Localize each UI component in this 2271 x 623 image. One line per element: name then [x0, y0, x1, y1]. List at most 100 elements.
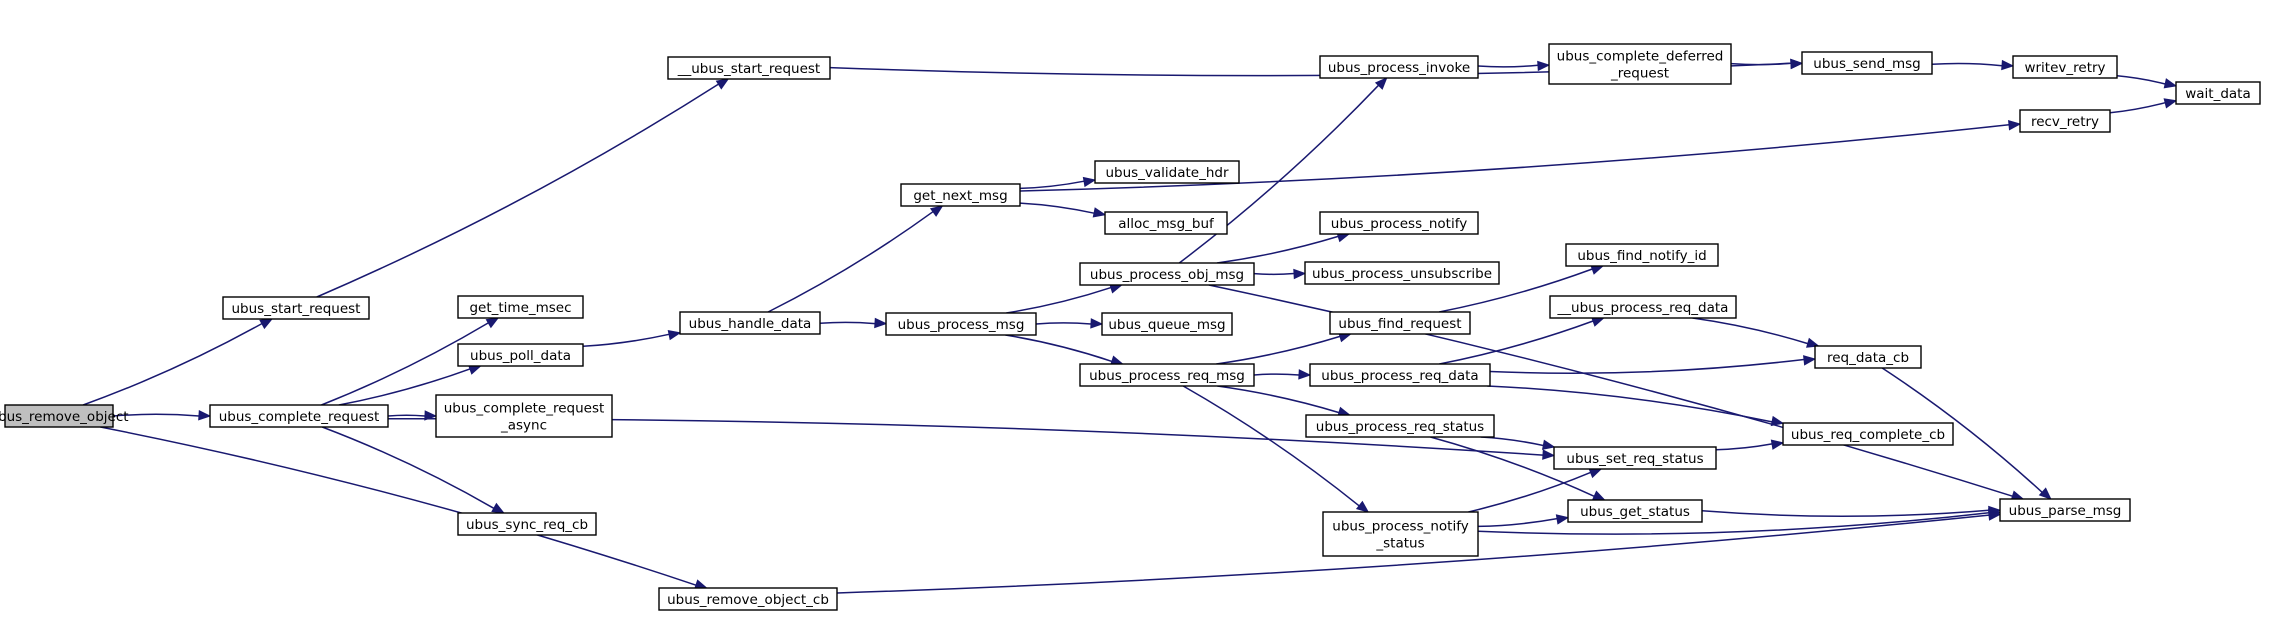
node-req-data-cb[interactable]: req_data_cb: [1814, 345, 1922, 369]
arrowhead-icon: [1542, 449, 1556, 460]
node-ubus-start-request[interactable]: __ubus_start_request: [667, 56, 831, 80]
node-box: [1319, 55, 1479, 79]
node-ubus-find-notify-id[interactable]: ubus_find_notify_id: [1565, 243, 1719, 267]
edge-ubus_process_req_data-to-req_data_cb: [1489, 355, 1817, 374]
edge-ubus_send_msg-to-writev_retry: [1931, 59, 2015, 71]
node-ubus-process-req-msg[interactable]: ubus_process_req_msg: [1079, 363, 1255, 387]
node-ubus-complete-request[interactable]: ubus_complete_request: [209, 404, 389, 428]
node-recv-retry[interactable]: recv_retry: [2019, 109, 2111, 133]
node-alloc-msg-buf[interactable]: alloc_msg_buf: [1104, 211, 1228, 235]
arrowhead-icon: [1537, 60, 1551, 72]
node-ubus-process-req-data[interactable]: ubus_process_req_data: [1309, 363, 1491, 387]
node-label: ubus_process_req_msg: [1089, 368, 1245, 384]
edge-line: [1477, 511, 1990, 535]
arrowhead-icon: [1591, 316, 1605, 327]
edge-line: [1035, 322, 1092, 325]
node-box: [1814, 345, 1922, 369]
node-box: [222, 296, 370, 320]
node-get-next-msg[interactable]: get_next_msg: [900, 183, 1021, 207]
node-label: ubus_sync_req_cb: [466, 517, 588, 533]
node-box: [667, 56, 831, 80]
node-ubus-complete-request-async[interactable]: ubus_complete_request_async: [435, 394, 613, 438]
edge-ubus_complete_request-to-ubus_complete_request_async: [387, 410, 438, 421]
node-ubus-process-req-status[interactable]: ubus_process_req_status: [1305, 414, 1495, 438]
node-ubus-remove-object-cb[interactable]: ubus_remove_object_cb: [658, 587, 838, 611]
arrowhead-icon: [1770, 415, 1785, 427]
node-box: [457, 295, 584, 319]
node-label: ubus_find_notify_id: [1577, 248, 1706, 264]
node-label: get_time_msec: [469, 300, 571, 316]
node-ubus-process-invoke[interactable]: ubus_process_invoke: [1319, 55, 1479, 79]
node-ubus-req-complete-cb[interactable]: ubus_req_complete_cb: [1782, 422, 1954, 446]
node-ubus-start-request[interactable]: ubus_start_request: [222, 296, 370, 320]
edge-line: [1881, 367, 2043, 493]
edge-line: [1701, 509, 1990, 517]
node-box: [1094, 160, 1240, 184]
edge-line: [819, 321, 876, 325]
edge-line: [1182, 385, 1360, 507]
node-ubus-send-msg[interactable]: ubus_send_msg: [1801, 51, 1933, 75]
node-ubus-process-unsubscribe[interactable]: ubus_process_unsubscribe: [1304, 261, 1500, 285]
node-label: ubus_process_notify: [1331, 216, 1467, 232]
edge-get_next_msg-to-ubus_validate_hdr: [1019, 176, 1097, 190]
arrowhead-icon: [929, 205, 944, 217]
edge-line: [321, 322, 489, 406]
node-label: ubus_process_req_data: [1321, 368, 1478, 384]
arrowhead-icon: [491, 502, 505, 514]
edge-line: [582, 333, 670, 348]
node-label: ubus_req_complete_cb: [1791, 427, 1945, 443]
node-ubus-process-obj-msg[interactable]: ubus_process_obj_msg: [1079, 262, 1255, 286]
edge-line: [1019, 124, 2010, 192]
node-ubus-process-req-data[interactable]: __ubus_process_req_data: [1549, 295, 1737, 319]
node-ubus-process-notify[interactable]: ubus_process_notify: [1319, 211, 1479, 235]
node-ubus-complete-deferred-request[interactable]: ubus_complete_deferred_request: [1548, 43, 1732, 85]
arrowhead-icon: [1293, 268, 1307, 280]
edge-line: [1216, 235, 1339, 264]
node-box: [900, 183, 1021, 207]
edge-ubus_remove_object-to-ubus_start_request: [82, 318, 274, 406]
edge-line: [2116, 75, 2166, 85]
node-box: [1548, 43, 1732, 85]
edge-line: [1019, 202, 1095, 214]
node-ubus-poll-data[interactable]: ubus_poll_data: [457, 343, 584, 367]
node-box: [1549, 295, 1737, 319]
node-ubus-process-notify-status[interactable]: ubus_process_notify_status: [1322, 511, 1479, 557]
edge-ubus_remove_object-to-ubus_complete_request: [112, 410, 212, 421]
node-ubus-queue-msg[interactable]: ubus_queue_msg: [1101, 312, 1233, 336]
node-ubus-get-status[interactable]: ubus_get_status: [1567, 499, 1703, 523]
arrowhead-icon: [1355, 500, 1370, 513]
node-label: ubus_remove_object: [0, 409, 129, 425]
node-ubus-sync-req-cb[interactable]: ubus_sync_req_cb: [457, 512, 597, 536]
edge-line: [1253, 272, 1295, 276]
edge-line: [1005, 334, 1113, 363]
node-ubus-process-msg[interactable]: ubus_process_msg: [885, 312, 1037, 336]
arrowhead-icon: [2163, 98, 2178, 109]
node-ubus-find-request[interactable]: ubus_find_request: [1329, 311, 1471, 335]
arrowhead-icon: [424, 410, 438, 421]
edge-line: [1480, 436, 1544, 447]
node-writev-retry[interactable]: writev_retry: [2012, 55, 2118, 79]
node-ubus-remove-object[interactable]: ubus_remove_object: [0, 404, 129, 428]
node-ubus-validate-hdr[interactable]: ubus_validate_hdr: [1094, 160, 1240, 184]
edge-ubus_process_msg-to-ubus_process_req_msg: [1005, 334, 1124, 366]
node-box: [2012, 55, 2118, 79]
edge-line: [1439, 320, 1594, 365]
edge-line: [1487, 385, 1773, 423]
node-ubus-handle-data[interactable]: ubus_handle_data: [679, 311, 821, 335]
edge-line: [1006, 286, 1112, 314]
edge-ubus_process_req_data-to-ubus_req_complete_cb: [1487, 385, 1785, 427]
edge-line: [1217, 385, 1340, 414]
arrowhead-icon: [198, 410, 212, 421]
node-box: [2019, 109, 2111, 133]
arrowhead-icon: [1591, 490, 1606, 501]
arrowhead-icon: [1770, 439, 1785, 450]
node-ubus-set-req-status[interactable]: ubus_set_req_status: [1553, 446, 1717, 470]
edge-line: [1438, 268, 1593, 313]
node-ubus-parse-msg[interactable]: ubus_parse_msg: [1999, 498, 2131, 522]
edge-ubus_process_notify_status-to-ubus_set_req_status: [1468, 468, 1603, 513]
node-get-time-msec[interactable]: get_time_msec: [457, 295, 584, 319]
edge-__ubus_process_req_data-to-req_data_cb: [1692, 317, 1820, 348]
node-wait-data[interactable]: wait_data: [2175, 81, 2261, 105]
edge-writev_retry-to-wait_data: [2116, 75, 2178, 89]
node-label: ubus_parse_msg: [2009, 503, 2122, 519]
